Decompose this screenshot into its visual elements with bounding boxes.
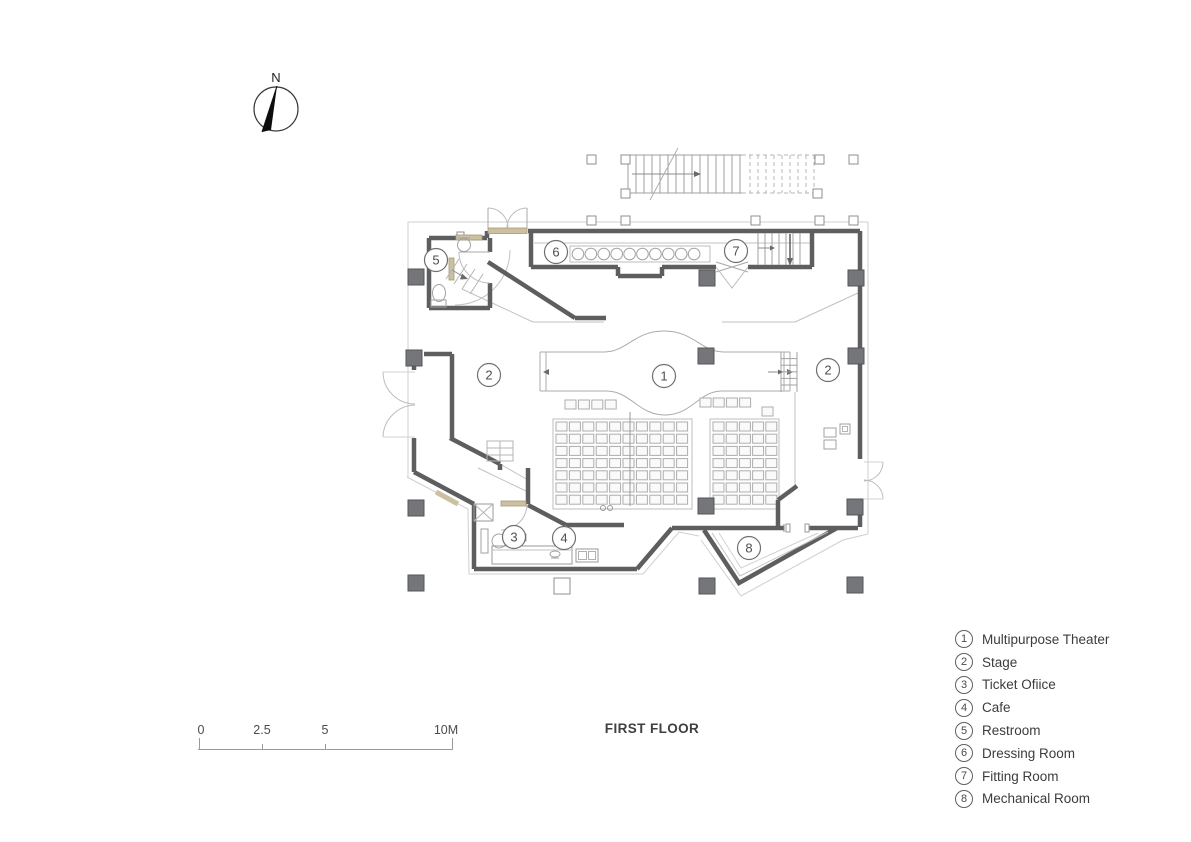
legend-item: 1 Multipurpose Theater (955, 628, 1109, 651)
exterior-stair (627, 147, 818, 201)
svg-text:8: 8 (745, 541, 752, 556)
legend-item: 3 Ticket Ofiice (955, 674, 1109, 697)
scale-tick (199, 738, 201, 750)
scale-tick (452, 738, 454, 750)
legend-item: 2 Stage (955, 651, 1109, 674)
scale-label: 2.5 (253, 723, 271, 737)
legend-label: Dressing Room (982, 745, 1076, 761)
legend-item: 8 Mechanical Room (955, 788, 1109, 811)
legend-label: Stage (982, 654, 1018, 670)
legend-item: 4 Cafe (955, 696, 1109, 719)
scale-label: 5 (321, 723, 329, 737)
svg-text:3: 3 (510, 530, 517, 545)
legend-item: 6 Dressing Room (955, 742, 1109, 765)
scale-tick (325, 744, 327, 750)
scale-bar: 0 2.5 5 10M (192, 723, 464, 750)
legend: 1 Multipurpose Theater 2 Stage 3 Ticket Ofi… (955, 628, 1109, 810)
grid-squares (456, 154, 859, 595)
walls (411, 228, 863, 586)
room-markers: 1 2 2 3 4 5 6 7 8 (423, 238, 841, 561)
north-arrow: N (253, 70, 299, 133)
legend-number: 8 (955, 789, 973, 808)
legend-number: 3 (955, 675, 973, 694)
legend-number: 7 (955, 767, 973, 786)
scale-label: 10M (433, 723, 459, 737)
door-arcs (382, 207, 884, 533)
legend-number: 2 (955, 653, 973, 672)
svg-text:6: 6 (552, 245, 559, 260)
legend-number: 4 (955, 698, 973, 717)
svg-text:5: 5 (432, 253, 439, 268)
legend-number: 6 (955, 744, 973, 763)
svg-text:1: 1 (660, 369, 667, 384)
page-title: FIRST FLOOR (604, 721, 700, 736)
legend-label: Restroom (982, 723, 1041, 739)
svg-text:2: 2 (824, 363, 831, 378)
legend-label: Mechanical Room (982, 791, 1091, 807)
svg-text:7: 7 (732, 244, 739, 259)
legend-number: 1 (955, 630, 973, 649)
legend-label: Ticket Ofiice (982, 677, 1056, 693)
scale-label: 0 (197, 723, 205, 737)
legend-label: Cafe (982, 700, 1011, 716)
legend-label: Multipurpose Theater (982, 631, 1110, 647)
site-outline (406, 221, 869, 597)
scale-tick (262, 744, 264, 750)
legend-item: 7 Fitting Room (955, 765, 1109, 788)
hall-lines (454, 242, 859, 493)
legend-item: 5 Restroom (955, 719, 1109, 742)
legend-label: Fitting Room (982, 768, 1059, 784)
theater-seats (552, 397, 780, 511)
columns (405, 268, 865, 595)
svg-text:4: 4 (560, 531, 567, 546)
furniture (430, 233, 851, 577)
legend-number: 5 (955, 721, 973, 740)
svg-text:2: 2 (485, 368, 492, 383)
north-label: N (271, 70, 280, 85)
